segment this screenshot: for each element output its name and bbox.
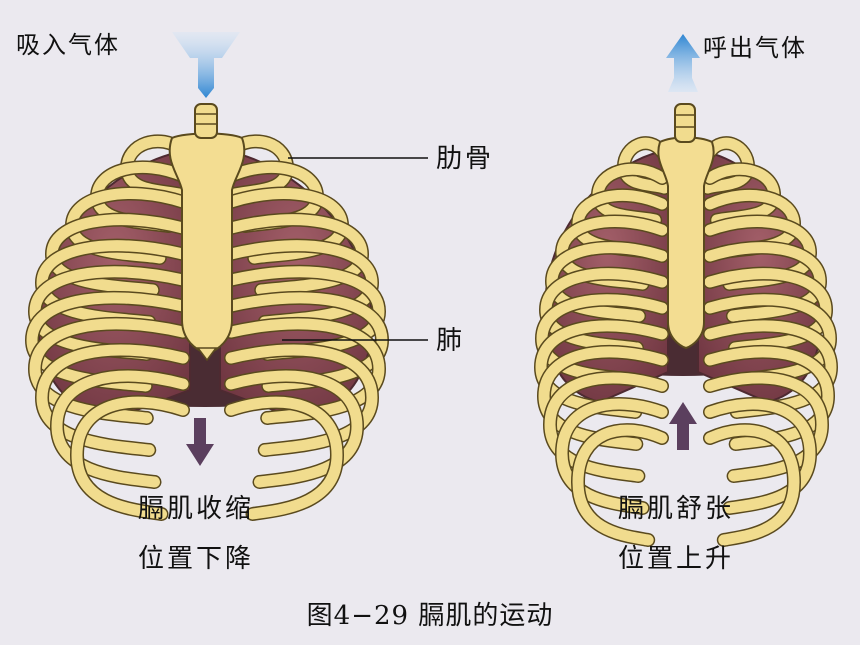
rib-l-6 (540, 268, 668, 354)
rib-l-9 (36, 344, 189, 456)
rib-r-5 (704, 242, 826, 322)
rib-label: 肋骨 (436, 144, 495, 174)
rib-r-10 (704, 372, 828, 482)
rib-l-10 (51, 370, 189, 488)
rib-l-10 (544, 372, 668, 482)
inhale-label: 吸入气体 (16, 31, 120, 59)
rib-l-11 (556, 398, 668, 514)
diaphragm-up-arrow-icon (669, 402, 697, 450)
exhale-label: 呼出气体 (703, 34, 807, 62)
rib-r-11 (225, 396, 343, 520)
left-xiphoid (196, 347, 218, 362)
right-rib-cage (533, 103, 839, 547)
right-diaphragm-position: 位置上升 (618, 544, 735, 574)
left-diaphragm-state: 膈肌收缩 (138, 494, 255, 524)
rib-r-6 (704, 268, 832, 354)
right-diaphragm-state: 膈肌舒张 (618, 494, 735, 524)
rib-r-9 (225, 344, 378, 456)
inhale-arrow-icon (172, 32, 240, 98)
rib-l-11 (71, 396, 189, 520)
rib-r-11 (704, 398, 816, 514)
left-diaphragm-position: 位置下降 (138, 544, 255, 574)
left-rib-cage (24, 103, 390, 521)
right-ribs (533, 136, 839, 547)
left-sternum (168, 132, 246, 356)
left-vertebra (194, 103, 218, 139)
rib-l-5 (546, 242, 668, 322)
rib-r-12 (704, 424, 800, 546)
right-sternum (657, 136, 715, 350)
exhale-arrow-icon (666, 34, 700, 92)
rib-r-10 (225, 370, 363, 488)
figure-caption: 图4−29 膈肌的运动 (306, 601, 554, 631)
rib-l-12 (572, 424, 668, 546)
right-vertebra (674, 103, 696, 143)
diaphragm-down-arrow-icon (186, 418, 214, 466)
lung-label: 肺 (436, 326, 466, 356)
left-ribs (24, 134, 390, 521)
